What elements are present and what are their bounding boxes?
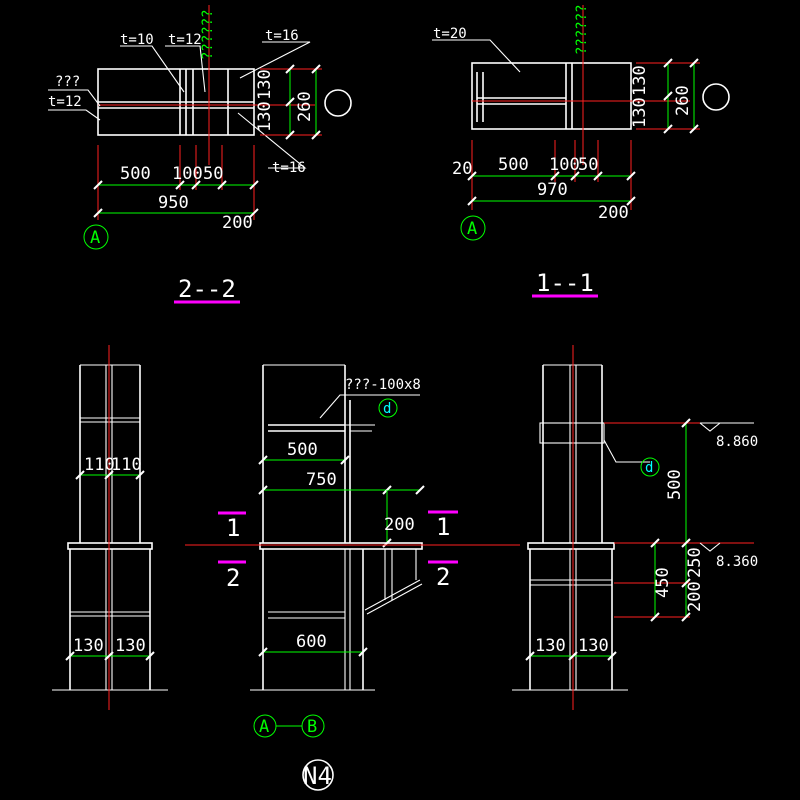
axis-a-label: A — [259, 717, 269, 737]
dim-750: 750 — [306, 470, 337, 490]
elevation-right: d 8.860 8.360 500 250 200 450 130 130 — [512, 345, 758, 710]
level-top: 8.860 — [716, 434, 758, 450]
dim-110b: 110 — [111, 455, 142, 475]
dim-260: 260 — [295, 91, 315, 122]
axis-b-bubble — [301, 714, 325, 738]
dim-130b: 130 — [255, 101, 275, 132]
node-label: N4 — [303, 762, 332, 790]
section-title-2-2: 2--2 — [178, 275, 236, 303]
dim-500: 500 — [665, 469, 685, 500]
dim-450: 450 — [653, 567, 673, 598]
dim-200: 200 — [598, 203, 629, 223]
axis-label: A — [90, 228, 100, 248]
dim-130b: 130 — [578, 636, 609, 656]
axis-b-label: B — [307, 717, 317, 737]
cut-2-left: 2 — [226, 564, 240, 592]
section-title-1-1: 1--1 — [536, 269, 594, 297]
cut-1-left: 1 — [226, 514, 240, 542]
dim-500: 500 — [120, 164, 151, 184]
dim-130b: 130 — [115, 636, 146, 656]
detail-label: d — [383, 401, 391, 417]
axis-bubble — [460, 215, 486, 241]
label-t12: t=12 — [168, 32, 202, 48]
axis-label: A — [467, 219, 477, 239]
label-t12-left: t=12 — [48, 94, 82, 110]
elevation-mid: ???-100x8 d 500 750 200 600 — [185, 364, 520, 738]
level-bottom: 8.360 — [716, 554, 758, 570]
label-unknown: ??? — [55, 74, 80, 90]
node-bubble — [302, 759, 334, 791]
dim-100: 100 — [172, 164, 203, 184]
axis-bubble — [83, 224, 109, 250]
dim-250: 250 — [685, 547, 705, 578]
vertical-note: ?????? — [574, 4, 590, 55]
dim-50: 50 — [203, 164, 223, 184]
cut-1-right: 1 — [436, 513, 450, 541]
section-2-2: t=10 t=12 t=16 ??? t=12 t=16 ?????? 500 … — [48, 5, 352, 304]
label-t16-top: t=16 — [265, 28, 299, 44]
dim-130a: 130 — [535, 636, 566, 656]
section-1-1-outline — [471, 62, 632, 130]
dim-130a: 130 — [73, 636, 104, 656]
dim-950: 950 — [158, 193, 189, 213]
dim-50: 50 — [578, 155, 598, 175]
dim-200: 200 — [222, 213, 253, 233]
dim-130a: 130 — [630, 65, 650, 96]
dim-260: 260 — [673, 85, 693, 116]
detail-bubble — [640, 457, 660, 477]
dim-20: 20 — [452, 159, 472, 179]
section-1-1: t=20 ?????? 20 500 100 50 970 200 130 13… — [432, 4, 730, 298]
detail-bubble — [378, 398, 398, 418]
dim-600: 600 — [296, 632, 327, 652]
detail-label: d — [645, 460, 653, 476]
label-t16-bottom: t=16 — [272, 160, 306, 176]
label-t20: t=20 — [433, 26, 467, 42]
elevation-left: 110 110 130 130 — [52, 345, 168, 710]
dim-500: 500 — [498, 155, 529, 175]
dim-500: 500 — [287, 440, 318, 460]
vertical-note: ?????? — [200, 9, 216, 60]
cut-2-right: 2 — [436, 563, 450, 591]
label-t10: t=10 — [120, 32, 154, 48]
dim-200: 200 — [384, 515, 415, 535]
dim-130a: 130 — [255, 69, 275, 100]
dim-970: 970 — [537, 180, 568, 200]
plate-label: ???-100x8 — [345, 377, 421, 393]
dim-200: 200 — [685, 581, 705, 612]
dim-110a: 110 — [84, 455, 115, 475]
dim-100: 100 — [549, 155, 580, 175]
dim-130b: 130 — [630, 97, 650, 128]
